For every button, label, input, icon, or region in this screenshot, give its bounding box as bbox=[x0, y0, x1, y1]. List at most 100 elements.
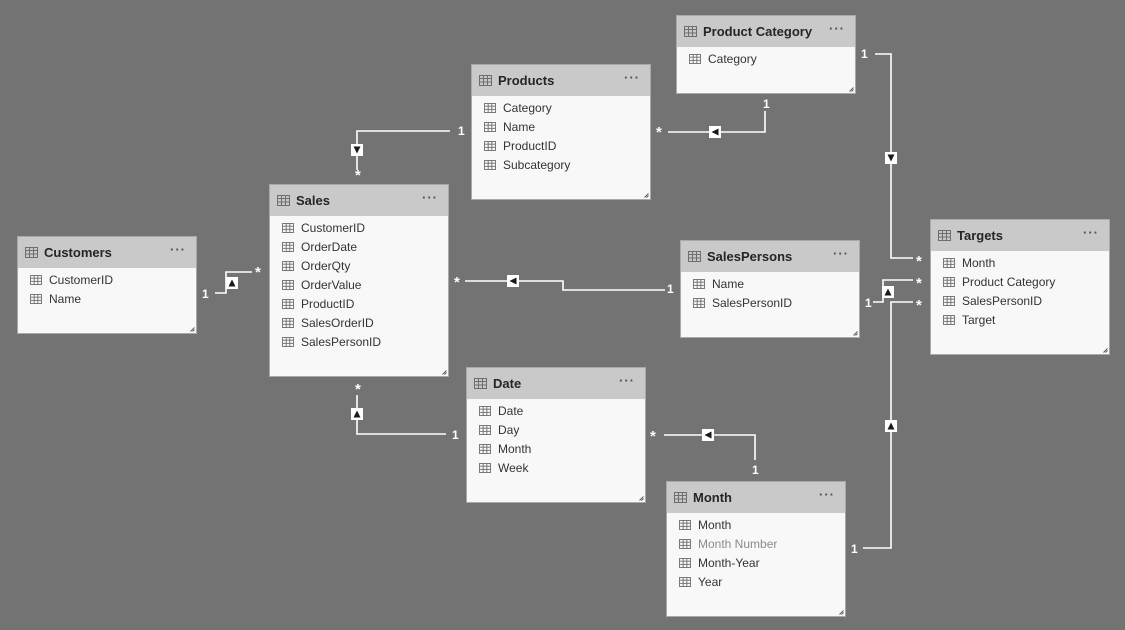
more-options-button[interactable]: ··· bbox=[833, 245, 849, 261]
field-name[interactable]: Name bbox=[681, 274, 859, 293]
column-icon bbox=[679, 576, 691, 587]
field-name[interactable]: Name bbox=[18, 289, 196, 308]
field-salespersonid[interactable]: SalesPersonID bbox=[681, 293, 859, 312]
more-options-button[interactable]: ··· bbox=[819, 486, 835, 502]
field-label: Subcategory bbox=[503, 157, 571, 172]
field-year[interactable]: Year bbox=[667, 572, 845, 591]
resize-handle-icon[interactable] bbox=[644, 193, 649, 198]
table-card-product-category[interactable]: Product Category··· Category bbox=[676, 15, 856, 94]
field-product-category[interactable]: Product Category bbox=[931, 272, 1109, 291]
table-header[interactable]: Targets··· bbox=[931, 220, 1109, 251]
field-label: Day bbox=[498, 422, 520, 437]
field-category[interactable]: Category bbox=[677, 49, 855, 68]
field-label: Name bbox=[503, 119, 536, 134]
table-title: Customers bbox=[44, 245, 112, 260]
field-date[interactable]: Date bbox=[467, 401, 645, 420]
field-label: SalesPersonID bbox=[962, 293, 1043, 308]
field-customerid[interactable]: CustomerID bbox=[18, 270, 196, 289]
resize-handle-icon[interactable] bbox=[849, 87, 854, 92]
table-icon bbox=[277, 195, 290, 206]
filter-arrow-down-icon bbox=[887, 154, 895, 162]
column-icon bbox=[679, 557, 691, 568]
field-label: Month bbox=[498, 441, 532, 456]
relationship-line[interactable] bbox=[664, 434, 756, 460]
field-customerid[interactable]: CustomerID bbox=[270, 218, 448, 237]
resize-handle-icon[interactable] bbox=[839, 610, 844, 615]
cardinality-one-label: 1 bbox=[752, 463, 759, 477]
table-header[interactable]: Products··· bbox=[472, 65, 650, 96]
resize-handle-icon[interactable] bbox=[190, 327, 195, 332]
field-salesorderid[interactable]: SalesOrderID bbox=[270, 313, 448, 332]
relationship-products-sales[interactable] bbox=[351, 130, 451, 170]
field-salespersonid[interactable]: SalesPersonID bbox=[931, 291, 1109, 310]
relationship-month-date[interactable] bbox=[664, 429, 756, 461]
field-label: OrderDate bbox=[301, 239, 358, 254]
field-month[interactable]: Month bbox=[467, 439, 645, 458]
relationship-line[interactable] bbox=[356, 395, 446, 435]
relationship-salespersons-sales[interactable] bbox=[465, 275, 665, 291]
more-options-button[interactable]: ··· bbox=[422, 189, 438, 205]
field-label: Year bbox=[698, 574, 723, 589]
cardinality-many-label: * bbox=[916, 253, 922, 270]
relationship-date-sales[interactable] bbox=[351, 395, 447, 435]
cardinality-many-label: * bbox=[255, 264, 261, 281]
field-label: Category bbox=[708, 51, 757, 66]
field-day[interactable]: Day bbox=[467, 420, 645, 439]
field-month[interactable]: Month bbox=[931, 253, 1109, 272]
filter-arrow-down-icon bbox=[353, 146, 361, 154]
field-productid[interactable]: ProductID bbox=[270, 294, 448, 313]
resize-handle-icon[interactable] bbox=[1103, 348, 1108, 353]
column-icon bbox=[689, 53, 701, 64]
field-target[interactable]: Target bbox=[931, 310, 1109, 329]
column-icon bbox=[30, 274, 42, 285]
relationship-line[interactable] bbox=[668, 111, 766, 133]
field-orderdate[interactable]: OrderDate bbox=[270, 237, 448, 256]
table-header[interactable]: Month··· bbox=[667, 482, 845, 513]
field-orderqty[interactable]: OrderQty bbox=[270, 256, 448, 275]
relationship-salespersons-targets[interactable] bbox=[873, 279, 913, 303]
field-subcategory[interactable]: Subcategory bbox=[472, 155, 650, 174]
table-header[interactable]: SalesPersons··· bbox=[681, 241, 859, 272]
field-category[interactable]: Category bbox=[472, 98, 650, 117]
more-options-button[interactable]: ··· bbox=[829, 20, 845, 36]
table-header[interactable]: Sales··· bbox=[270, 185, 448, 216]
more-options-button[interactable]: ··· bbox=[624, 69, 640, 85]
relationship-line[interactable] bbox=[356, 130, 450, 170]
field-month-number[interactable]: Month Number bbox=[667, 534, 845, 553]
field-month-year[interactable]: Month-Year bbox=[667, 553, 845, 572]
field-salespersonid[interactable]: SalesPersonID bbox=[270, 332, 448, 351]
relationship-productcategory-products[interactable] bbox=[668, 111, 766, 138]
resize-handle-icon[interactable] bbox=[639, 496, 644, 501]
relationship-customers-sales[interactable] bbox=[215, 271, 252, 294]
column-icon bbox=[943, 314, 955, 325]
resize-handle-icon[interactable] bbox=[853, 331, 858, 336]
table-header[interactable]: Customers ··· bbox=[18, 237, 196, 268]
resize-handle-icon[interactable] bbox=[442, 370, 447, 375]
column-icon bbox=[282, 222, 294, 233]
table-header[interactable]: Date··· bbox=[467, 368, 645, 399]
relationship-line[interactable] bbox=[465, 280, 665, 291]
field-name[interactable]: Name bbox=[472, 117, 650, 136]
relationship-month-targets[interactable] bbox=[863, 301, 913, 549]
column-icon bbox=[679, 519, 691, 530]
relationship-productcategory-targets[interactable] bbox=[875, 53, 913, 259]
field-month[interactable]: Month bbox=[667, 515, 845, 534]
field-week[interactable]: Week bbox=[467, 458, 645, 477]
more-options-button[interactable]: ··· bbox=[619, 372, 635, 388]
more-options-button[interactable]: ··· bbox=[1083, 224, 1099, 240]
field-ordervalue[interactable]: OrderValue bbox=[270, 275, 448, 294]
more-options-button[interactable]: ··· bbox=[170, 241, 186, 257]
table-header[interactable]: Product Category··· bbox=[677, 16, 855, 47]
field-productid[interactable]: ProductID bbox=[472, 136, 650, 155]
